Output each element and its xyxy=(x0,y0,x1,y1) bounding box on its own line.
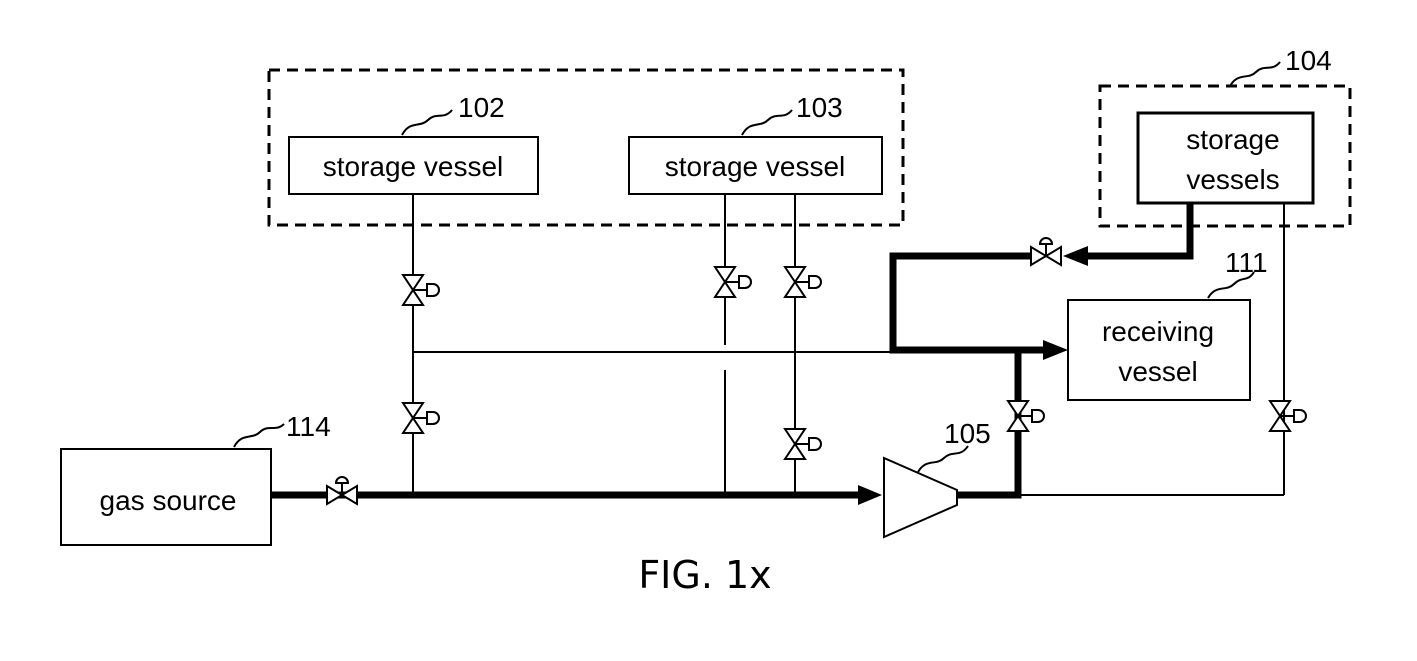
gas-source-114-label: gas source xyxy=(100,485,237,516)
ref-103: 103 xyxy=(796,92,843,123)
reference-leaders xyxy=(234,62,1280,472)
solenoid-valve-icon[interactable] xyxy=(715,267,751,297)
flow-arrow-icon xyxy=(1063,246,1088,266)
flow-arrow-icon xyxy=(858,485,882,505)
receiving-vessel-111-label-line2: vessel xyxy=(1118,356,1197,387)
flow-arrow-icon xyxy=(1043,340,1068,360)
control-valve-icon[interactable] xyxy=(1031,238,1061,265)
ref-111: 111 xyxy=(1225,247,1268,278)
solenoid-valve-icon[interactable] xyxy=(403,275,439,305)
ref-105: 105 xyxy=(944,418,991,449)
receiving-vessel-111-label-line1: receiving xyxy=(1102,316,1214,347)
solenoid-valve-icon[interactable] xyxy=(1270,401,1306,431)
ref-102: 102 xyxy=(458,92,505,123)
storage-vessels-104-label-line2: vessels xyxy=(1186,164,1279,195)
ref-114: 114 xyxy=(286,411,331,442)
storage-vessels-104-label-line1: storage xyxy=(1186,124,1279,155)
solenoid-valve-icon[interactable] xyxy=(1008,401,1044,431)
solenoid-valve-icon[interactable] xyxy=(785,429,821,459)
figure-caption: FIG. 1x xyxy=(638,553,771,597)
storage-vessel-103-label: storage vessel xyxy=(665,151,846,182)
solenoid-valve-icon[interactable] xyxy=(403,403,439,433)
solenoid-valve-icon[interactable] xyxy=(785,267,821,297)
control-valve-icon[interactable] xyxy=(327,477,357,504)
ref-104: 104 xyxy=(1285,45,1332,76)
storage-vessel-102-label: storage vessel xyxy=(323,151,504,182)
